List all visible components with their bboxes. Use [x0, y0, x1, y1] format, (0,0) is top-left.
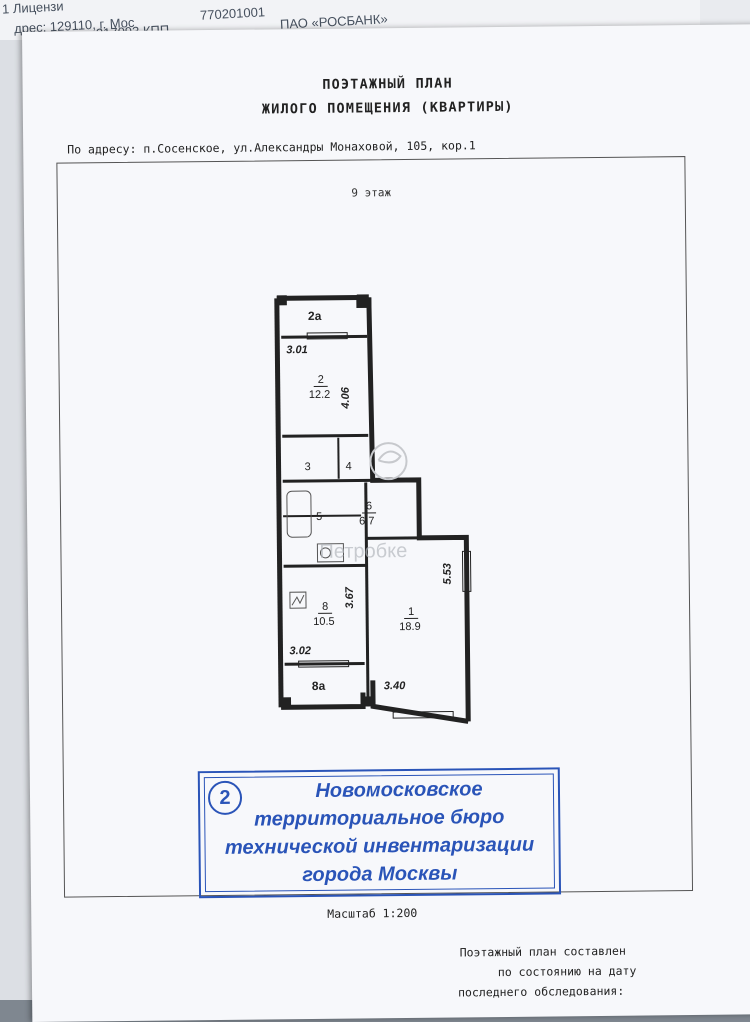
dimension-4-06: 4.06 — [340, 387, 352, 409]
stamp-line2: территориальное бюро — [200, 805, 558, 832]
inventory-bureau-stamp: 2 Новомосковское территориальное бюро те… — [198, 767, 561, 898]
room-2-number: 2 — [314, 374, 328, 387]
room-8a-label: 8а — [312, 679, 326, 693]
bathtub-icon — [287, 491, 311, 537]
room-1-number: 1 — [404, 606, 418, 619]
dimension-3-67: 3.67 — [344, 587, 356, 609]
dimension-3-02: 3.02 — [289, 645, 311, 657]
room-2a-label: 2а — [308, 309, 322, 323]
room-3-label: 3 — [305, 461, 311, 473]
room-2-area: 12.2 — [309, 389, 331, 401]
address-line: По адресу: п.Сосенское, ул.Александры Мо… — [67, 138, 476, 156]
stamp-line3: технической инвентаризации — [200, 833, 558, 860]
room-6-number: 6 — [362, 500, 376, 513]
document-title-line2: ЖИЛОГО ПОМЕЩЕНИЯ (КВАРТИРЫ) — [23, 96, 750, 120]
room-8-number: 8 — [318, 601, 332, 614]
dimension-5-53: 5.53 — [442, 563, 454, 585]
dimension-3-40: 3.40 — [384, 680, 406, 692]
room-8-area: 10.5 — [313, 616, 335, 628]
note-line2: по состоянию на дату — [498, 964, 637, 979]
stamp-line1: Новомосковское — [220, 777, 578, 804]
room-4-label: 4 — [346, 461, 352, 473]
scale-label: Масштаб 1:200 — [327, 906, 417, 921]
watermark-bird-icon — [370, 443, 406, 479]
note-line3: последнего обследования: — [458, 984, 624, 1000]
dimension-3-01: 3.01 — [286, 344, 308, 356]
room-5-label: 5 — [316, 511, 322, 523]
room-6-area: 6.7 — [359, 515, 374, 527]
document-title-line1: ПОЭТАЖНЫЙ ПЛАН — [23, 72, 750, 96]
stamp-line4: города Москвы — [201, 861, 559, 888]
room-1-area: 18.9 — [399, 621, 421, 633]
watermark-text: Петробке — [319, 540, 407, 564]
note-line1: Поэтажный план составлен — [460, 944, 626, 960]
floor-plan-page: ПОЭТАЖНЫЙ ПЛАН ЖИЛОГО ПОМЕЩЕНИЯ (КВАРТИР… — [22, 24, 750, 1022]
